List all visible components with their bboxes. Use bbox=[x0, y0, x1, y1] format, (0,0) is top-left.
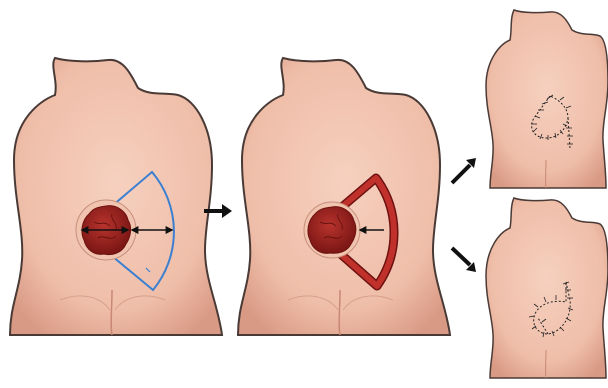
panel-2-flap-incised bbox=[238, 58, 450, 335]
panel-1-lesion-with-flap-design bbox=[10, 58, 222, 335]
body-silhouette bbox=[486, 198, 608, 378]
lesion bbox=[308, 207, 356, 254]
gluteal-cleft bbox=[339, 290, 340, 335]
down-right-arrow-icon bbox=[452, 248, 476, 272]
panel-4-closure-variant-b bbox=[486, 198, 608, 378]
panel-3-closure-variant-a bbox=[486, 10, 608, 188]
up-right-arrow-icon bbox=[452, 158, 476, 183]
body-silhouette bbox=[10, 58, 222, 335]
body-silhouette bbox=[238, 58, 450, 335]
gluteal-cleft bbox=[111, 290, 112, 335]
